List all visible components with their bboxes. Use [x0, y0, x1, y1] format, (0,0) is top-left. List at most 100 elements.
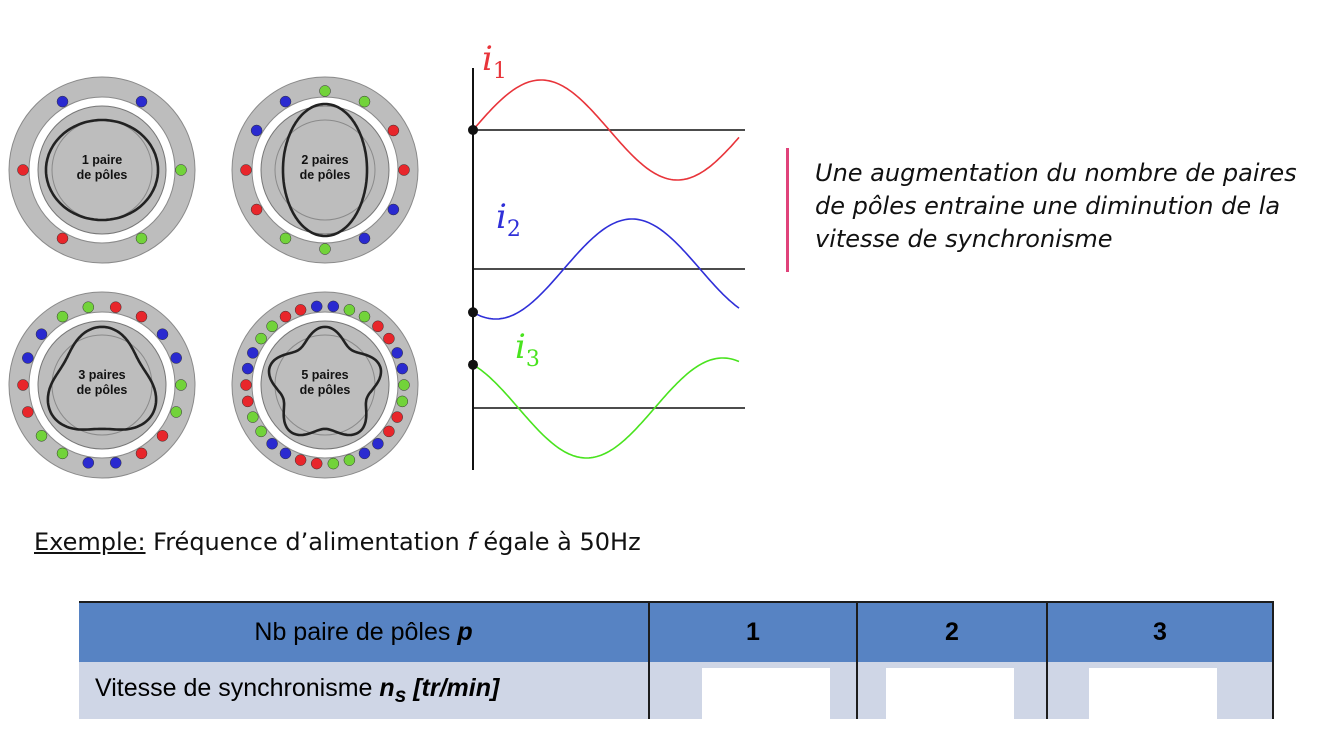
motor-5-label: 5 paires de pôles	[230, 368, 420, 398]
wave-1-letter: i1	[482, 40, 507, 84]
pole-dot	[387, 203, 400, 216]
pole-dot	[56, 232, 69, 245]
motor-1-label-line2: de pôles	[76, 168, 128, 182]
motor-3-pole-pairs: 3 paires de pôles	[7, 290, 197, 480]
wave-1-index: 1	[493, 59, 507, 84]
pole-dot	[383, 332, 395, 345]
pole-dot	[387, 124, 400, 137]
speed-table: Nb paire de pôles p 1 2 3 Vitesse de syn…	[79, 601, 1274, 719]
pole-dot	[56, 95, 69, 108]
pole-dot	[372, 437, 384, 450]
pole-dot	[396, 395, 409, 408]
pole-dot	[241, 362, 254, 375]
motor-3-graphic	[8, 291, 196, 479]
pole-dot	[156, 430, 169, 442]
pole-dot	[170, 406, 182, 418]
pole-dot	[241, 395, 254, 408]
example-text-after: égale à 50Hz	[475, 528, 641, 556]
pole-dot	[250, 203, 263, 216]
pole-dot	[250, 124, 263, 137]
pole-dot	[279, 232, 292, 245]
wave-1-letter-i: i	[482, 40, 493, 79]
pole-dot	[266, 320, 278, 333]
pole-dot	[135, 447, 148, 460]
row-label: Vitesse de synchronisme	[95, 673, 380, 702]
pole-dot	[82, 301, 95, 313]
speed-cell-2[interactable]	[856, 662, 1047, 719]
pole-dot	[35, 430, 48, 442]
wave-2-letter-i: i	[496, 197, 507, 237]
wave-3-letter-i: i	[515, 327, 526, 367]
header-row: Nb paire de pôles p 1 2 3	[79, 601, 1274, 662]
pole-dot	[327, 300, 340, 313]
pole-dot	[17, 164, 29, 176]
pole-dot	[109, 301, 122, 313]
speed-answer-2[interactable]	[886, 668, 1014, 719]
pole-dot	[240, 164, 252, 176]
header-label-cell: Nb paire de pôles p	[79, 601, 649, 662]
motor-1-label-line1: 1 paire	[81, 153, 123, 167]
wave-1-origin-dot	[468, 125, 478, 135]
pole-dot	[255, 332, 267, 345]
pole-dot	[22, 406, 34, 418]
speed-cell-1[interactable]	[648, 662, 857, 719]
motor-3-label-line2: de pôles	[76, 383, 128, 397]
speed-answer-3[interactable]	[1089, 668, 1217, 719]
pole-dot	[343, 304, 356, 316]
pole-dot	[175, 379, 187, 391]
pole-dot	[109, 457, 122, 469]
frequency-symbol: f	[467, 528, 476, 556]
header-col-2: 2	[856, 601, 1047, 662]
pole-dot	[17, 379, 29, 391]
pole-dot	[327, 457, 340, 470]
pole-dot	[372, 320, 384, 333]
pole-dot	[398, 379, 410, 391]
pole-dot	[266, 437, 278, 450]
pole-dot	[279, 310, 292, 323]
motor-5-graphic	[231, 291, 419, 479]
pole-dot	[175, 164, 187, 176]
pole-dot	[156, 328, 169, 340]
pole-dot	[358, 232, 371, 245]
example-line: Exemple: Fréquence d’alimentation f égal…	[34, 528, 641, 556]
pole-dot	[35, 328, 48, 340]
motor-2-label-line1: 2 paires	[301, 153, 349, 167]
pole-dot	[396, 362, 409, 375]
pole-dot	[358, 310, 371, 323]
pole-dot	[294, 454, 307, 466]
motor-5-pole-pairs: 5 paires de pôles	[230, 290, 420, 480]
motor-2-graphic	[231, 76, 419, 264]
pole-dot	[383, 425, 395, 438]
three-phase-waveforms: i1 i2 i3	[468, 40, 745, 470]
motor-1-pole-pair: 1 paire de pôles	[7, 75, 197, 265]
wave-3-origin-dot	[468, 359, 478, 370]
pole-dot	[279, 95, 292, 108]
motor-3-label: 3 paires de pôles	[7, 368, 197, 398]
wave-2-origin-dot	[468, 307, 478, 318]
speed-cell-3[interactable]	[1046, 662, 1274, 719]
rotor-inner	[274, 119, 376, 221]
header-col-1: 1	[648, 601, 857, 662]
wave-2-letter: i2	[496, 197, 521, 242]
wave-3-index: 3	[526, 347, 540, 372]
motor-2-label: 2 paires de pôles	[230, 153, 420, 183]
motor-1-graphic	[8, 76, 196, 264]
wave-3-curve	[472, 357, 740, 459]
motor-3-label-line1: 3 paires	[78, 368, 126, 382]
pole-dot	[310, 300, 323, 313]
speed-answer-1[interactable]	[702, 668, 830, 719]
speed-row: Vitesse de synchronisme ns [tr/min]	[79, 662, 1274, 719]
pole-dot	[247, 411, 259, 423]
example-text-before: Fréquence d’alimentation	[145, 528, 468, 556]
pole-dot	[135, 232, 148, 245]
pole-dot	[56, 447, 69, 460]
pole-dot	[319, 85, 331, 97]
header-col-3: 3	[1046, 601, 1274, 662]
note-text: Une augmentation du nombre de paires de …	[815, 159, 1297, 253]
magnetic-field-shape	[281, 102, 369, 238]
example-prefix: Exemple:	[34, 528, 146, 556]
pole-dot	[319, 243, 331, 255]
magnetic-field-shape	[44, 118, 160, 222]
rotor	[37, 105, 167, 235]
speed-symbol: n	[379, 673, 395, 702]
